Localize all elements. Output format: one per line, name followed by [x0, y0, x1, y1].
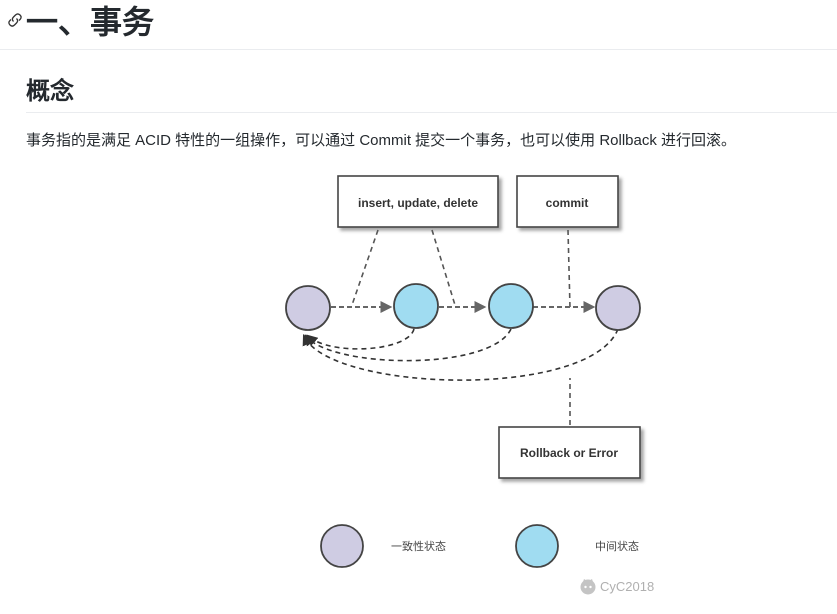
commit-box: commit [516, 175, 619, 228]
rollback-arrow-1 [306, 328, 415, 350]
consistent-state-end [595, 285, 641, 331]
commit-box-label: commit [546, 196, 589, 210]
intermediate-state-1 [393, 283, 439, 329]
github-icon [580, 579, 596, 595]
section-title: 概念 [26, 78, 74, 105]
watermark-text: CyC2018 [600, 579, 654, 594]
legend-consistent-label: 一致性状态 [391, 539, 446, 553]
legend-intermediate-swatch [515, 524, 559, 568]
concept-paragraph: 事务指的是满足 ACID 特性的一组操作，可以通过 Commit 提交一个事务，… [26, 132, 737, 149]
operations-connector-left [351, 229, 379, 306]
rollback-box-label: Rollback or Error [520, 446, 618, 460]
operations-box: insert, update, delete [337, 175, 499, 228]
operations-box-label: insert, update, delete [358, 196, 478, 210]
legend-consistent-swatch [320, 524, 364, 568]
legend: 一致性状态 中间状态 [320, 524, 639, 568]
rollback-arrow-3 [302, 328, 619, 381]
commit-connector [567, 229, 571, 309]
link-icon[interactable] [6, 12, 24, 28]
consistent-state-start [285, 285, 331, 331]
page-title: 一、事务 [26, 4, 155, 40]
section-heading-row: 概念 [26, 72, 837, 113]
watermark: CyC2018 [580, 579, 654, 595]
heading-row: 一、事务 [0, 0, 837, 50]
intermediate-state-2 [488, 283, 534, 329]
legend-intermediate-label: 中间状态 [595, 539, 639, 553]
rollback-box: Rollback or Error [498, 426, 641, 479]
rollback-arrow-2 [304, 328, 512, 362]
operations-connector-right [431, 229, 456, 306]
